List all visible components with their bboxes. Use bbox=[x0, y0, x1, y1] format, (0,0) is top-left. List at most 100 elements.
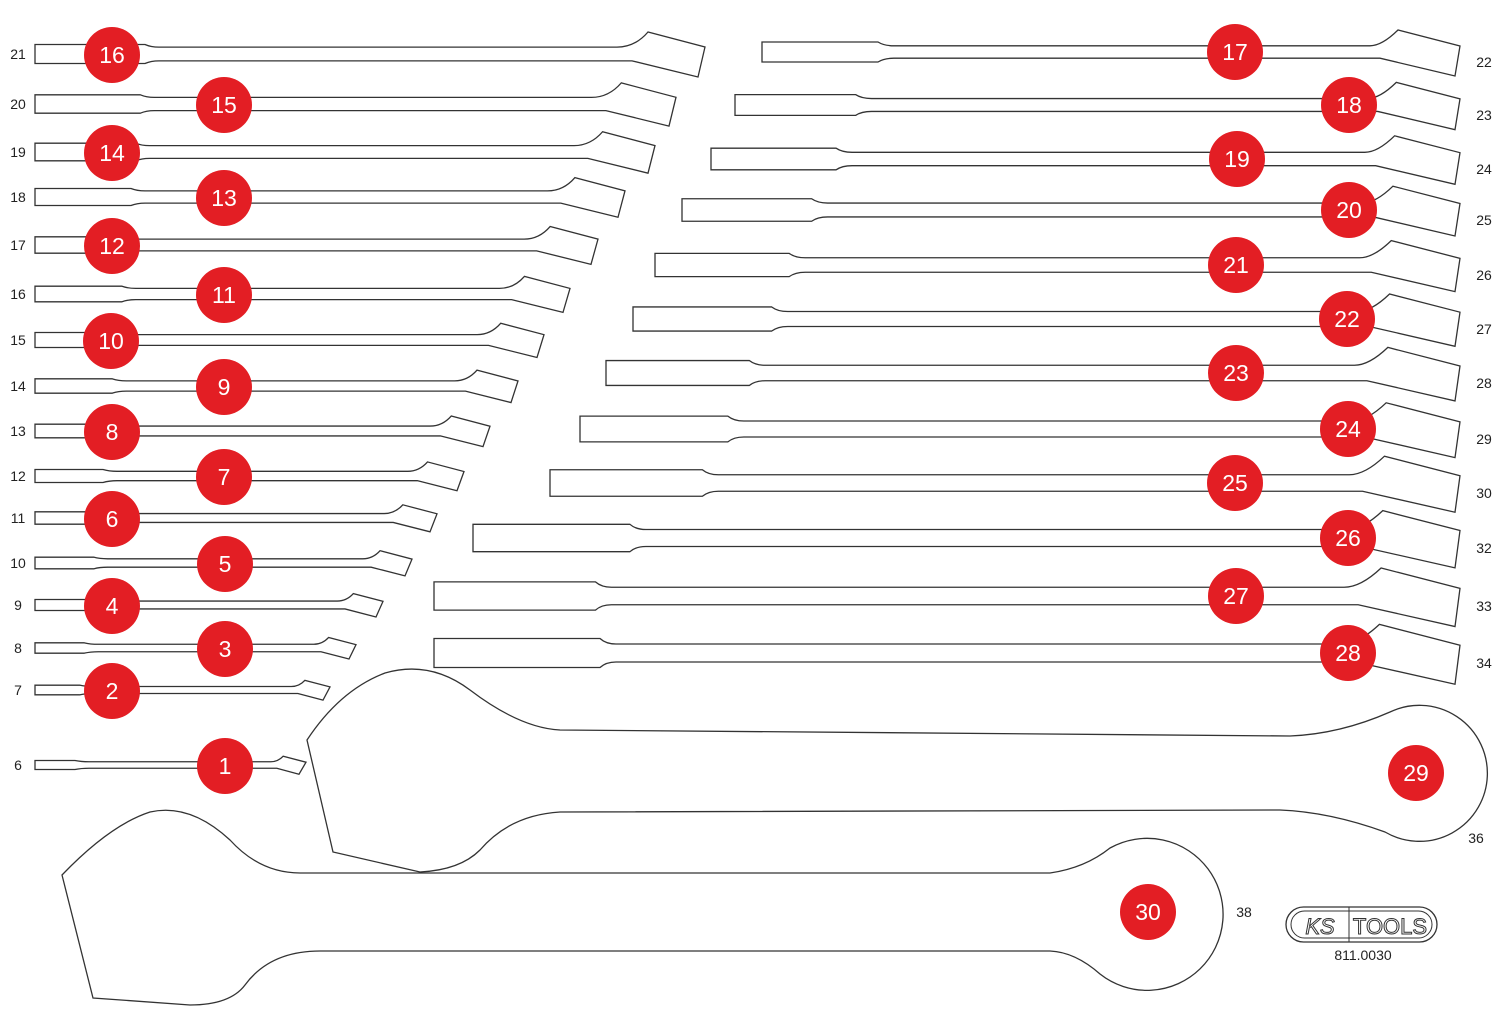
wrench-outline-left: 14 9 bbox=[10, 359, 519, 415]
wrench-outline-right: 32 26 bbox=[472, 509, 1492, 569]
large-wrench-outline: 38 30 bbox=[61, 809, 1252, 1006]
wrench-outline-left: 21 16 bbox=[10, 27, 706, 83]
position-badge: 23 bbox=[1208, 345, 1264, 401]
badge-number: 15 bbox=[211, 92, 237, 118]
badge-number: 21 bbox=[1223, 252, 1249, 278]
position-badge: 1 bbox=[197, 738, 253, 794]
badge-number: 23 bbox=[1223, 360, 1249, 386]
position-badge: 11 bbox=[196, 267, 252, 323]
wrench-outline-right: 28 23 bbox=[605, 345, 1492, 402]
wrench-outline-right: 27 22 bbox=[632, 291, 1492, 348]
size-label: 21 bbox=[10, 46, 26, 62]
wrench-outline-right: 34 28 bbox=[433, 623, 1492, 685]
size-label: 16 bbox=[10, 286, 26, 302]
size-label: 38 bbox=[1236, 904, 1252, 920]
size-label: 22 bbox=[1476, 54, 1492, 70]
size-label: 20 bbox=[10, 96, 26, 112]
badge-number: 5 bbox=[219, 551, 232, 577]
size-label: 24 bbox=[1476, 161, 1492, 177]
badge-number: 18 bbox=[1336, 92, 1362, 118]
position-badge: 28 bbox=[1320, 625, 1376, 681]
size-label: 29 bbox=[1476, 431, 1492, 447]
position-badge: 14 bbox=[84, 125, 140, 181]
position-badge: 22 bbox=[1319, 291, 1375, 347]
svg-text:KS: KS bbox=[1305, 914, 1335, 939]
badge-number: 20 bbox=[1336, 197, 1362, 223]
badge-number: 19 bbox=[1224, 146, 1250, 172]
badge-number: 16 bbox=[99, 42, 125, 68]
wrench-outline-left: 11 6 bbox=[11, 491, 438, 547]
badge-number: 27 bbox=[1223, 583, 1249, 609]
position-badge: 17 bbox=[1207, 24, 1263, 80]
position-badge: 16 bbox=[84, 27, 140, 83]
position-badge: 4 bbox=[84, 578, 140, 634]
position-badge: 25 bbox=[1207, 455, 1263, 511]
wrench-outline-left: 13 8 bbox=[10, 404, 491, 460]
size-label: 26 bbox=[1476, 267, 1492, 283]
position-badge: 12 bbox=[84, 218, 140, 274]
size-label: 33 bbox=[1476, 598, 1492, 614]
ks-tools-logo: KS TOOLS 811.0030 bbox=[1285, 906, 1438, 963]
badge-number: 8 bbox=[106, 419, 119, 445]
badge-number: 6 bbox=[106, 506, 119, 532]
position-badge: 21 bbox=[1208, 237, 1264, 293]
badge-number: 7 bbox=[218, 464, 231, 490]
wrench-outline-right: 22 17 bbox=[761, 24, 1492, 80]
size-label: 27 bbox=[1476, 321, 1492, 337]
size-label: 36 bbox=[1468, 830, 1484, 846]
size-label: 7 bbox=[14, 682, 22, 698]
badge-number: 25 bbox=[1222, 470, 1248, 496]
position-badge: 19 bbox=[1209, 131, 1265, 187]
position-badge: 3 bbox=[197, 621, 253, 677]
badge-number: 28 bbox=[1335, 640, 1361, 666]
badge-number: 26 bbox=[1335, 525, 1361, 551]
size-label: 14 bbox=[10, 378, 26, 394]
position-badge: 30 bbox=[1120, 884, 1176, 940]
badge-number: 4 bbox=[106, 593, 119, 619]
size-label: 11 bbox=[11, 510, 26, 526]
badge-number: 24 bbox=[1335, 416, 1361, 442]
size-label: 32 bbox=[1476, 540, 1492, 556]
position-badge: 20 bbox=[1321, 182, 1377, 238]
size-label: 9 bbox=[14, 597, 22, 613]
size-label: 19 bbox=[10, 144, 26, 160]
position-badge: 6 bbox=[84, 491, 140, 547]
svg-text:TOOLS: TOOLS bbox=[1353, 914, 1427, 939]
position-badge: 13 bbox=[196, 170, 252, 226]
badge-number: 14 bbox=[99, 140, 125, 166]
badge-number: 2 bbox=[106, 678, 119, 704]
position-badge: 2 bbox=[84, 663, 140, 719]
size-label: 6 bbox=[14, 757, 22, 773]
badge-number: 12 bbox=[99, 233, 125, 259]
badge-number: 30 bbox=[1135, 899, 1161, 925]
position-badge: 27 bbox=[1208, 568, 1264, 624]
badge-number: 3 bbox=[219, 636, 232, 662]
badge-number: 13 bbox=[211, 185, 237, 211]
wrench-outline-right: 33 27 bbox=[433, 567, 1492, 628]
position-badge: 10 bbox=[83, 313, 139, 369]
wrench-outline-right: 26 21 bbox=[654, 237, 1492, 293]
size-label: 28 bbox=[1476, 375, 1492, 391]
size-label: 34 bbox=[1476, 655, 1492, 671]
position-badge: 9 bbox=[196, 359, 252, 415]
badge-number: 10 bbox=[98, 328, 124, 354]
position-badge: 24 bbox=[1320, 401, 1376, 457]
size-label: 17 bbox=[10, 237, 26, 253]
badge-number: 9 bbox=[218, 374, 231, 400]
badge-number: 22 bbox=[1334, 306, 1360, 332]
size-label: 13 bbox=[10, 423, 26, 439]
badge-number: 1 bbox=[219, 753, 232, 779]
part-number: 811.0030 bbox=[1334, 947, 1392, 963]
